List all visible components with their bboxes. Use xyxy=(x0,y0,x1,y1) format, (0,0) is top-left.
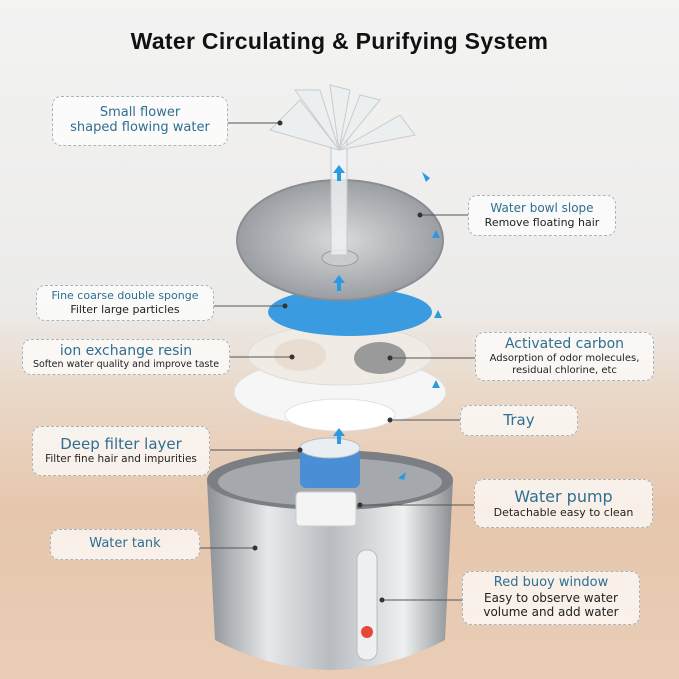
label-subtitle: Filter fine hair and impurities xyxy=(45,453,197,466)
label-subtitle: volume and add water xyxy=(483,605,619,620)
label-title: Water bowl slope xyxy=(490,201,594,215)
label-subtitle: Easy to observe water xyxy=(484,591,618,606)
label-title: Red buoy window xyxy=(493,575,609,591)
label-subtitle: Remove floating hair xyxy=(484,215,600,229)
page-title: Water Circulating & Purifying System xyxy=(130,28,549,54)
connector-lines xyxy=(200,122,475,601)
label-carbon: Activated carbon Adsorption of odor mole… xyxy=(475,332,654,381)
label-pump: Water pump Detachable easy to clean xyxy=(474,479,653,528)
flow-arrows xyxy=(333,165,442,480)
label-subtitle: Soften water quality and improve taste xyxy=(32,359,220,371)
label-flower: Small flower shaped flowing water xyxy=(52,96,228,146)
label-tank: Water tank xyxy=(50,529,200,560)
water-tank xyxy=(207,450,453,670)
water-pump xyxy=(295,491,357,527)
label-filter: Deep filter layer Filter fine hair and i… xyxy=(32,426,210,476)
label-buoy: Red buoy window Easy to observe water vo… xyxy=(462,571,640,625)
label-title: shaped flowing water xyxy=(70,120,210,135)
label-title: Water tank xyxy=(89,536,161,552)
sponge xyxy=(268,288,432,336)
label-title: Tray xyxy=(503,410,535,429)
label-title: ion exchange resin xyxy=(59,343,193,360)
label-title: Activated carbon xyxy=(504,336,625,353)
label-title: Fine coarse double sponge xyxy=(51,289,199,303)
label-title: Water pump xyxy=(514,486,613,506)
label-bowl: Water bowl slope Remove floating hair xyxy=(468,195,616,236)
label-sponge: Fine coarse double sponge Filter large p… xyxy=(36,285,214,321)
label-subtitle: Adsorption of odor molecules, xyxy=(489,352,640,364)
deep-filter xyxy=(299,437,361,488)
flower-nozzle xyxy=(269,84,416,256)
red-buoy xyxy=(361,626,373,638)
label-subtitle: Filter large particles xyxy=(70,302,180,316)
label-title: Deep filter layer xyxy=(60,435,182,454)
label-subtitle: residual chlorine, etc xyxy=(512,364,617,376)
label-subtitle: Detachable easy to clean xyxy=(493,506,634,520)
label-resin: ion exchange resin Soften water quality … xyxy=(22,339,230,375)
label-tray: Tray xyxy=(460,405,578,436)
label-title: Small flower xyxy=(99,105,181,121)
